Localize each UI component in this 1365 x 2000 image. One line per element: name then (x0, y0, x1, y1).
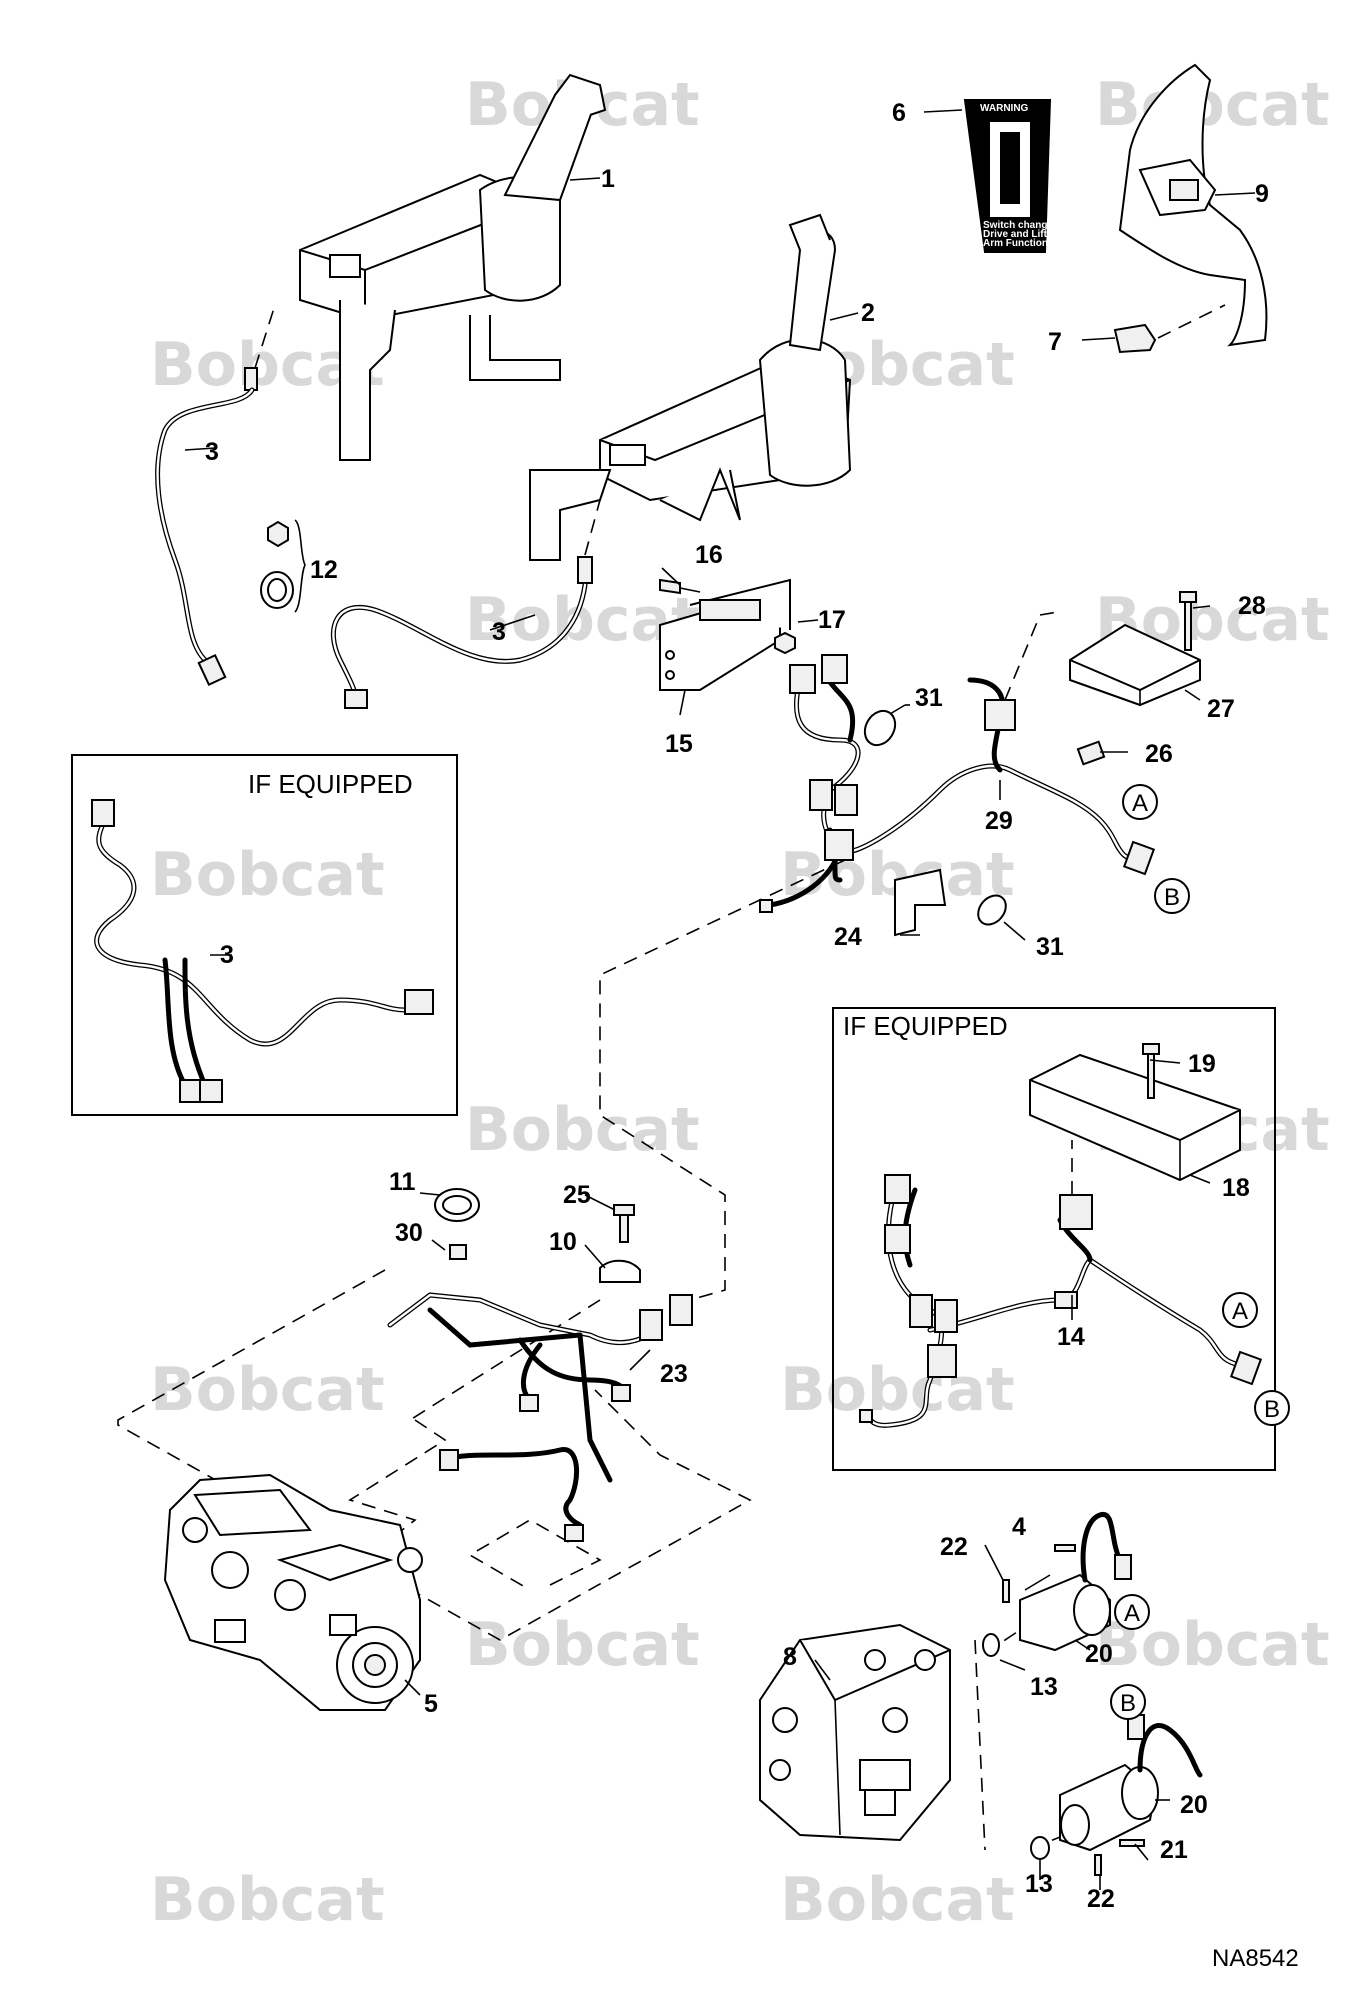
callout-27: 27 (1207, 695, 1235, 723)
callout-26: 26 (1145, 740, 1173, 768)
joystick-harness-right (330, 499, 601, 709)
watermark-text: Bobcat (150, 1865, 385, 1935)
connector-reference-A: A (1122, 784, 1158, 820)
callout-18: 18 (1222, 1174, 1250, 1202)
clip-and-nut (434, 1188, 480, 1260)
routing-lines (117, 859, 1066, 1851)
control-valve (759, 1623, 951, 1842)
watermark-text: Bobcat (1095, 70, 1330, 140)
warning-decal: WARNING Switch changes Drive and Lift Ar… (963, 99, 1059, 253)
mounting-bracket (894, 868, 947, 937)
callout-30: 30 (395, 1219, 423, 1247)
callout-4: 4 (1012, 1513, 1026, 1541)
harness-clip (977, 894, 1007, 926)
callout-24: 24 (834, 923, 862, 951)
inset-box-left (71, 754, 458, 1116)
callout-23: 23 (660, 1360, 688, 1388)
callout-8: 8 (783, 1643, 797, 1671)
joystick-harness-left (155, 304, 276, 687)
inset-title-right: IF EQUIPPED (843, 1011, 1008, 1041)
connector-label: B (1164, 884, 1180, 911)
callout-21: 21 (1160, 1836, 1188, 1864)
callout-31: 31 (1036, 933, 1064, 961)
callout-22: 22 (940, 1533, 968, 1561)
callout-19: 19 (1188, 1050, 1216, 1078)
callout-22: 22 (1087, 1885, 1115, 1913)
callout-15: 15 (665, 730, 693, 758)
callout-28: 28 (1238, 592, 1266, 620)
nut-and-clip (260, 519, 306, 613)
callout-6: 6 (892, 99, 906, 127)
inset-box-right (832, 1007, 1276, 1471)
watermark-text: Bobcat (780, 1865, 1015, 1935)
warning-decal-header: WARNING (980, 103, 1029, 114)
connector-reference-A: A (1222, 1292, 1258, 1328)
callout-3: 3 (205, 438, 219, 466)
watermark-text: Bobcat (780, 1355, 1015, 1425)
upper-valve-actuator (982, 1512, 1132, 1657)
callout-7: 7 (1048, 328, 1062, 356)
callout-31: 31 (915, 684, 943, 712)
hydrostatic-pump (163, 1473, 423, 1711)
right-joystick-assembly (529, 213, 852, 561)
callout-11: 11 (389, 1168, 416, 1196)
warning-decal-line3: Arm Functions. (983, 238, 1057, 249)
diagram-code: NA8542 (1212, 1945, 1299, 1972)
connector-label: B (1264, 1396, 1280, 1423)
watermark-text: Bobcat (465, 1095, 700, 1165)
callout-29: 29 (985, 807, 1013, 835)
controller-module (659, 578, 796, 691)
connector-label: A (1124, 1600, 1140, 1627)
callout-13: 13 (1025, 1870, 1053, 1898)
connector-reference-B: B (1110, 1684, 1146, 1720)
clamp-and-bolt (599, 1204, 641, 1283)
watermark-text: Bobcat (150, 1355, 385, 1425)
connector-label: A (1132, 790, 1148, 817)
left-joystick-assembly (299, 73, 607, 461)
callout-20: 20 (1085, 1640, 1113, 1668)
main-wiring-harness (759, 611, 1156, 913)
leader-lines (184, 109, 1256, 1890)
callout-14: 14 (1057, 1323, 1085, 1351)
callout-16: 16 (695, 541, 723, 569)
connector-label: A (1232, 1298, 1248, 1325)
warning-decal-line2: Drive and Lift (983, 229, 1048, 240)
callout-12: 12 (310, 556, 338, 584)
connector-reference-B: B (1254, 1390, 1290, 1426)
callout-labels: 1 2 3 3 3 4 5 6 7 8 9 10 11 12 13 13 14 … (205, 99, 1269, 1913)
callout-9: 9 (1255, 180, 1269, 208)
lower-valve-actuator (1030, 1714, 1203, 1876)
callout-5: 5 (424, 1690, 438, 1718)
callout-1: 1 (601, 165, 615, 193)
switch-panel (1118, 63, 1268, 347)
small-connector (1076, 740, 1106, 766)
rocker-switch (1113, 304, 1226, 354)
electronic-module (1069, 591, 1201, 707)
callout-2: 2 (861, 299, 875, 327)
watermark-text: Bobcat (465, 1610, 700, 1680)
connector-label: B (1120, 1690, 1136, 1717)
watermark-text: Bobcat (150, 840, 385, 910)
connector-reference-A: A (1114, 1594, 1150, 1630)
callout-25: 25 (563, 1181, 591, 1209)
callout-17: 17 (818, 606, 846, 634)
callout-3: 3 (492, 618, 506, 646)
callout-13: 13 (1030, 1673, 1058, 1701)
callout-3: 3 (220, 941, 234, 969)
warning-decal-line1: Switch changes (983, 220, 1059, 231)
callout-10: 10 (549, 1228, 577, 1256)
machine-harness (387, 1292, 693, 1542)
inset-title-left: IF EQUIPPED (248, 769, 413, 799)
connector-reference-B: B (1154, 878, 1190, 914)
callout-20: 20 (1180, 1791, 1208, 1819)
harness-clip (863, 704, 906, 747)
